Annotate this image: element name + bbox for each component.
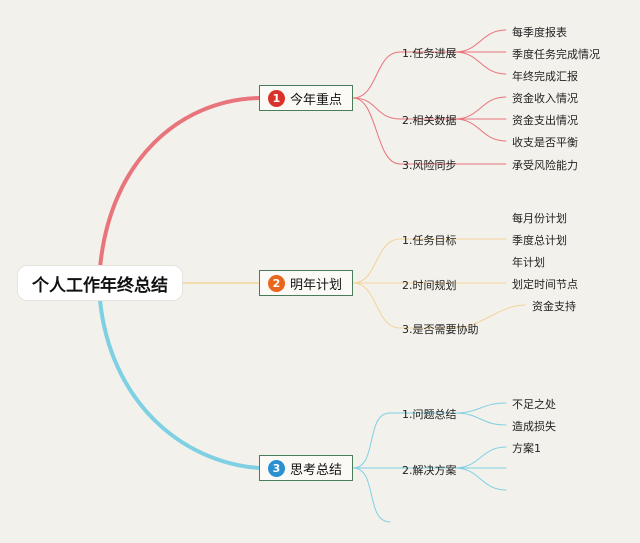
link-sub3-1-leaf-2 [454, 412, 507, 426]
link-sub1-1-leaf-1 [454, 29, 507, 53]
sub-node-2-2[interactable]: 2.时间规划 [402, 279, 457, 292]
sub-node-2-1[interactable]: 1.任务目标 [402, 234, 457, 247]
sub-node-3-2[interactable]: 2.解决方案 [402, 464, 457, 477]
leaf-node[interactable]: 年计划 [512, 256, 545, 269]
link-branch1-sub-2 [352, 97, 401, 120]
leaf-node[interactable]: 年终完成汇报 [512, 70, 578, 83]
sub-node-1-1[interactable]: 1.任务进展 [402, 47, 457, 60]
sub-node-2-3[interactable]: 3.是否需要协助 [402, 323, 479, 336]
link-sub1-2-leaf-1 [454, 96, 507, 120]
leaf-node[interactable]: 方案1 [512, 442, 541, 455]
link-branch1-sub-1 [352, 51, 401, 99]
link-sub3-2-leaf-3 [454, 467, 507, 491]
root-link-3 [98, 298, 261, 470]
root-title: 个人工作年终总结 [32, 275, 168, 296]
link-sub1-2-leaf-3 [454, 118, 507, 142]
branch-3-title: 思考总结 [290, 462, 343, 478]
branch-node-3[interactable]: 3 思考总结 [259, 455, 353, 481]
leaf-node[interactable]: 承受风险能力 [512, 159, 578, 172]
branch-1-title: 今年重点 [290, 92, 343, 108]
branch-3-number-badge: 3 [268, 459, 285, 477]
link-sub3-1-leaf-1 [454, 402, 507, 414]
link-branch1-sub-3 [352, 97, 401, 165]
leaf-node[interactable]: 资金收入情况 [512, 92, 578, 105]
leaf-node[interactable]: 每月份计划 [512, 212, 567, 225]
branch-2-number-badge: 2 [268, 274, 285, 292]
link-sub3-2-leaf-1 [454, 446, 507, 469]
branch-node-1[interactable]: 1 今年重点 [259, 85, 353, 111]
leaf-node[interactable]: 季度总计划 [512, 234, 567, 247]
root-node[interactable]: 个人工作年终总结 [18, 266, 182, 300]
leaf-node[interactable]: 不足之处 [512, 398, 556, 411]
branch-1-number-badge: 1 [268, 89, 285, 107]
leaf-node[interactable]: 每季度报表 [512, 26, 567, 39]
link-sub2-3-leaf [454, 304, 526, 329]
sub-node-1-2[interactable]: 2.相关数据 [402, 114, 457, 127]
sub-node-1-3[interactable]: 3.风险同步 [402, 159, 457, 172]
leaf-node[interactable]: 资金支出情况 [512, 114, 578, 127]
link-sub1-1-leaf-3 [454, 51, 507, 75]
link-branch2-sub-3 [352, 282, 401, 329]
link-branch2-sub-1 [352, 238, 401, 284]
sub-node-3-1[interactable]: 1.问题总结 [402, 408, 457, 421]
leaf-node[interactable]: 造成损失 [512, 420, 556, 433]
leaf-node[interactable]: 划定时间节点 [512, 278, 578, 291]
branch-node-2[interactable]: 2 明年计划 [259, 270, 353, 296]
link-branch3-sub-1 [352, 412, 391, 469]
leaf-node[interactable]: 收支是否平衡 [512, 136, 578, 149]
branch-2-title: 明年计划 [290, 277, 343, 293]
leaf-node[interactable]: 资金支持 [532, 300, 576, 313]
root-link-1 [98, 96, 261, 270]
leaf-node[interactable]: 季度任务完成情况 [512, 48, 600, 61]
link-branch3-sub-3 [352, 467, 391, 523]
